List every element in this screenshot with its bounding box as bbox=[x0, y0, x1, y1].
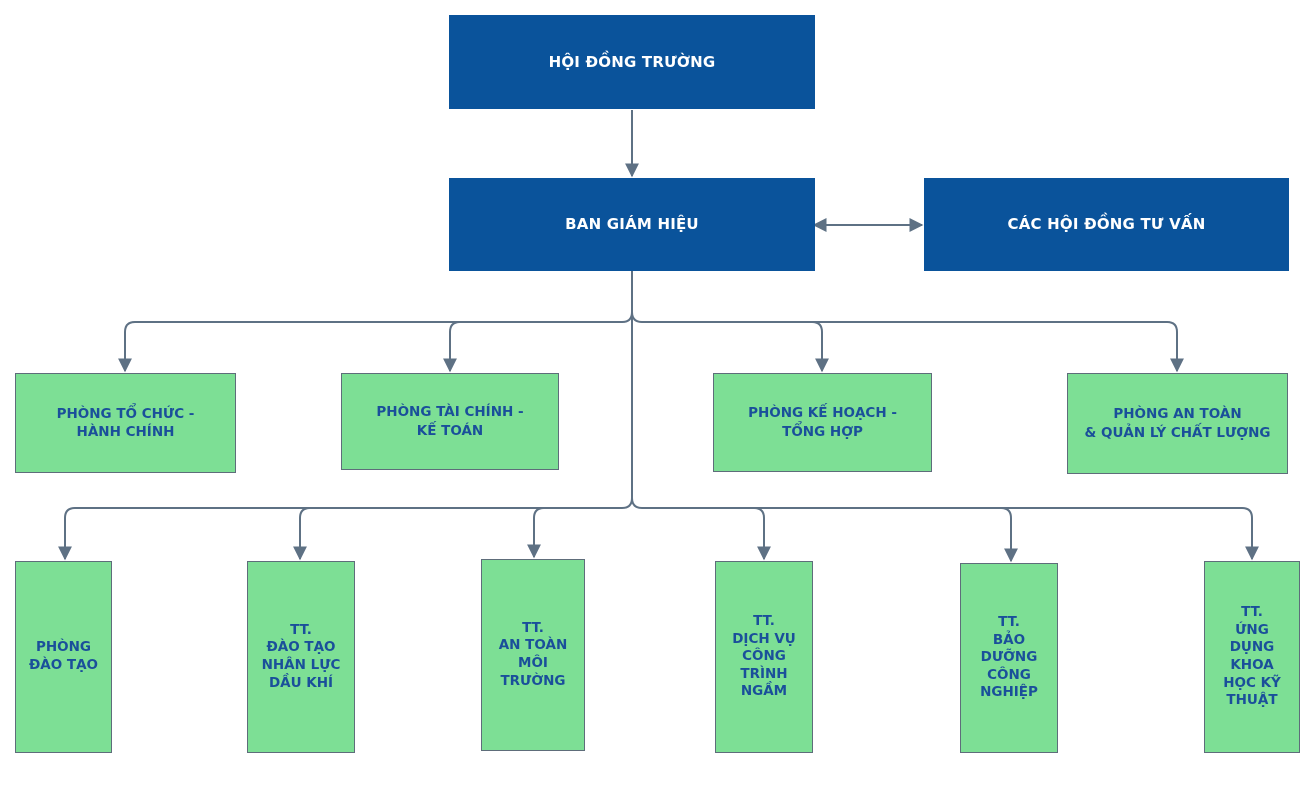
connector-row1-bus bbox=[118, 311, 633, 373]
advisory-label: CÁC HỘI ĐỒNG TƯ VẤN bbox=[1007, 215, 1206, 234]
center-petro-label: TT. ĐÀO TẠO NHÂN LỰC DẦU KHÍ bbox=[261, 621, 341, 691]
dept-planning-label: PHÒNG KẾ HOẠCH - TỔNG HỢP bbox=[748, 405, 897, 440]
board-label: HỘI ĐỒNG TRƯỜNG bbox=[548, 52, 716, 71]
connector-row2-bus-right bbox=[631, 497, 1259, 561]
dept-planning-box: PHÒNG KẾ HOẠCH - TỔNG HỢP bbox=[713, 373, 932, 472]
board-box: HỘI ĐỒNG TRƯỜNG bbox=[449, 15, 815, 109]
dept-safety-label: PHÒNG AN TOÀN & QUẢN LÝ CHẤT LƯỢNG bbox=[1084, 406, 1271, 441]
center-env-label: TT. AN TOÀN MÔI TRƯỜNG bbox=[498, 619, 568, 689]
center-science-label: TT. ỨNG DỤNG KHOA HỌC KỸ THUẬT bbox=[1223, 604, 1281, 709]
connector-row1-bus-right bbox=[631, 311, 1184, 373]
dept-finance-label: PHÒNG TÀI CHÍNH - KẾ TOÁN bbox=[376, 404, 524, 439]
dept-training-box: PHÒNG ĐÀO TẠO bbox=[15, 561, 112, 753]
dept-admin-label: PHÒNG TỔ CHỨC - HÀNH CHÍNH bbox=[56, 405, 195, 440]
connector-to-center-env bbox=[527, 507, 545, 559]
connector-to-center-underground bbox=[753, 507, 771, 561]
center-science-box: TT. ỨNG DỤNG KHOA HỌC KỸ THUẬT bbox=[1204, 561, 1300, 753]
center-underground-box: TT. DỊCH VỤ CÔNG TRÌNH NGẦM bbox=[715, 561, 813, 753]
dept-finance-box: PHÒNG TÀI CHÍNH - KẾ TOÁN bbox=[341, 373, 559, 470]
center-petro-box: TT. ĐÀO TẠO NHÂN LỰC DẦU KHÍ bbox=[247, 561, 355, 753]
dept-training-label: PHÒNG ĐÀO TẠO bbox=[28, 639, 99, 673]
connector-to-center-petro bbox=[293, 507, 311, 561]
dept-safety-box: PHÒNG AN TOÀN & QUẢN LÝ CHẤT LƯỢNG bbox=[1067, 373, 1288, 474]
rectorate-label: BAN GIÁM HIỆU bbox=[565, 215, 699, 234]
dept-admin-box: PHÒNG TỔ CHỨC - HÀNH CHÍNH bbox=[15, 373, 236, 473]
connector-row2-bus bbox=[58, 497, 633, 561]
connector-to-center-maintenance bbox=[1000, 507, 1018, 563]
connector-to-dept-finance bbox=[443, 321, 461, 373]
rectorate-box: BAN GIÁM HIỆU bbox=[449, 178, 815, 271]
connector-to-dept-planning bbox=[811, 321, 829, 373]
advisory-box: CÁC HỘI ĐỒNG TƯ VẤN bbox=[924, 178, 1289, 271]
center-maintenance-label: TT. BẢO DƯỠNG CÔNG NGHIỆP bbox=[980, 614, 1038, 701]
center-underground-label: TT. DỊCH VỤ CÔNG TRÌNH NGẦM bbox=[732, 613, 796, 700]
center-env-box: TT. AN TOÀN MÔI TRƯỜNG bbox=[481, 559, 585, 751]
center-maintenance-box: TT. BẢO DƯỠNG CÔNG NGHIỆP bbox=[960, 563, 1058, 753]
